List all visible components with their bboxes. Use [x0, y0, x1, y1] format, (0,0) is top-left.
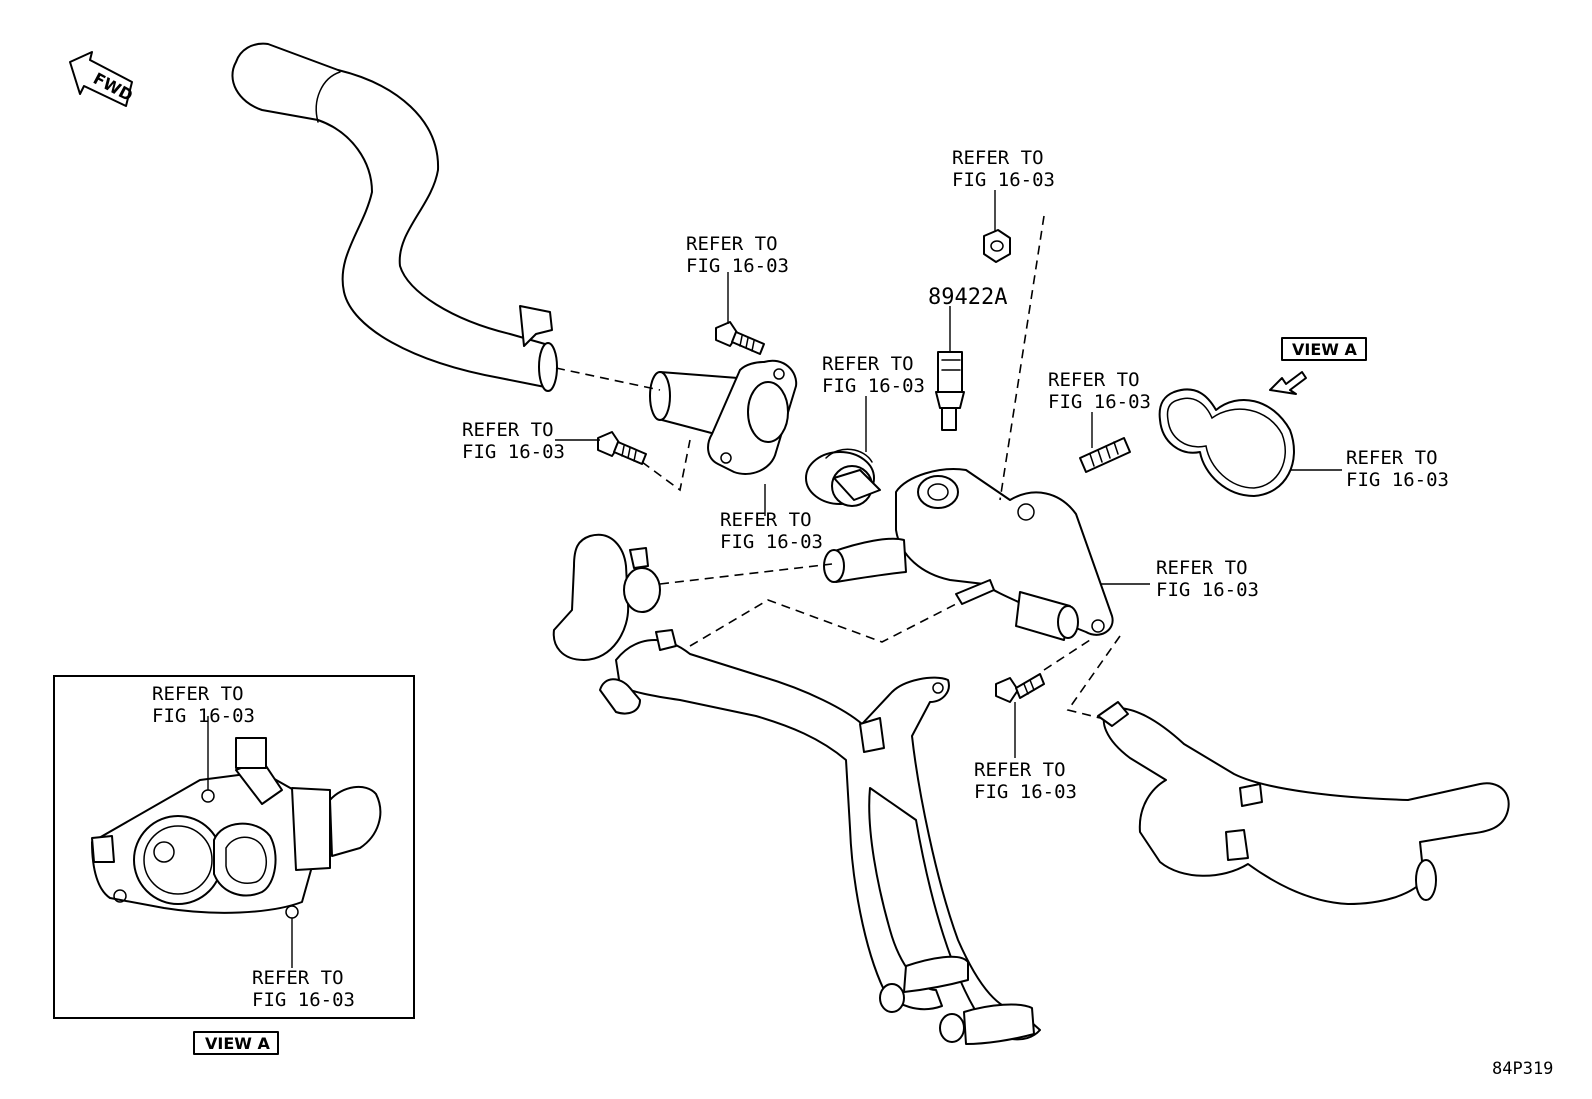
diagram-code: 84P319 [1492, 1059, 1553, 1079]
callout-bolt-left: REFER TO FIG 16-03 [462, 419, 565, 463]
lower-hose [1097, 701, 1510, 905]
svg-text:REFER TO: REFER TO [720, 509, 812, 531]
view-a-arrow-icon [1269, 371, 1307, 395]
callout-inlet: REFER TO FIG 16-03 [720, 509, 823, 553]
callout-inset-top-line2: FIG 16-03 [152, 705, 255, 727]
svg-text:FIG 16-03: FIG 16-03 [974, 781, 1077, 803]
view-a-tag: VIEW A [1281, 337, 1367, 361]
callout-housing: REFER TO FIG 16-03 [1156, 557, 1259, 601]
bypass-hose [552, 533, 661, 661]
svg-text:VIEW A: VIEW A [1292, 340, 1357, 359]
connection-lines [555, 215, 1121, 719]
svg-text:FIG 16-03: FIG 16-03 [822, 375, 925, 397]
svg-text:FIG 16-03: FIG 16-03 [1346, 469, 1449, 491]
callout-gasket: REFER TO FIG 16-03 [1346, 447, 1449, 491]
callout-stud: REFER TO FIG 16-03 [1048, 369, 1151, 413]
leader-lines [555, 190, 1342, 758]
svg-text:REFER TO: REFER TO [1346, 447, 1438, 469]
svg-text:FIG 16-03: FIG 16-03 [1048, 391, 1151, 413]
callout-inset-bottom-line1: REFER TO [252, 967, 344, 989]
callout-nut: REFER TO FIG 16-03 [952, 147, 1055, 191]
stud [1079, 437, 1131, 473]
bolt-lower [995, 673, 1045, 703]
thermostat [805, 448, 881, 507]
temperature-sensor [935, 351, 965, 431]
svg-text:REFER TO: REFER TO [822, 353, 914, 375]
svg-text:REFER TO: REFER TO [1156, 557, 1248, 579]
svg-text:FIG 16-03: FIG 16-03 [1156, 579, 1259, 601]
callout-inset-top-line1: REFER TO [152, 683, 244, 705]
svg-text:FIG 16-03: FIG 16-03 [462, 441, 565, 463]
callout-bolt-upper: REFER TO FIG 16-03 [686, 233, 789, 277]
water-pipe-lower [599, 629, 1041, 1045]
svg-text:REFER TO: REFER TO [462, 419, 554, 441]
view-a-inset: REFER TO FIG 16-03 REFER TO FIG 16-03 VI… [53, 675, 415, 1055]
svg-text:REFER TO: REFER TO [974, 759, 1066, 781]
svg-text:REFER TO: REFER TO [686, 233, 778, 255]
svg-text:FIG 16-03: FIG 16-03 [686, 255, 789, 277]
svg-text:FIG 16-03: FIG 16-03 [952, 169, 1055, 191]
callout-inset-bottom-line2: FIG 16-03 [252, 989, 355, 1011]
thermostat-housing [823, 468, 1114, 641]
water-inlet [649, 359, 798, 475]
fwd-arrow-icon: FWD [69, 51, 136, 107]
upper-hose [231, 42, 558, 392]
callout-bolt-lower: REFER TO FIG 16-03 [974, 759, 1077, 803]
svg-text:REFER TO: REFER TO [1048, 369, 1140, 391]
part-number-label: 89422A [928, 285, 1007, 310]
bolt-upper [715, 321, 765, 355]
svg-text:FIG 16-03: FIG 16-03 [720, 531, 823, 553]
nut [983, 229, 1011, 263]
callout-thermostat: REFER TO FIG 16-03 [822, 353, 925, 397]
gasket [1158, 388, 1295, 497]
svg-text:REFER TO: REFER TO [952, 147, 1044, 169]
view-a-caption: VIEW A [205, 1034, 270, 1053]
bolt-left [597, 431, 647, 465]
